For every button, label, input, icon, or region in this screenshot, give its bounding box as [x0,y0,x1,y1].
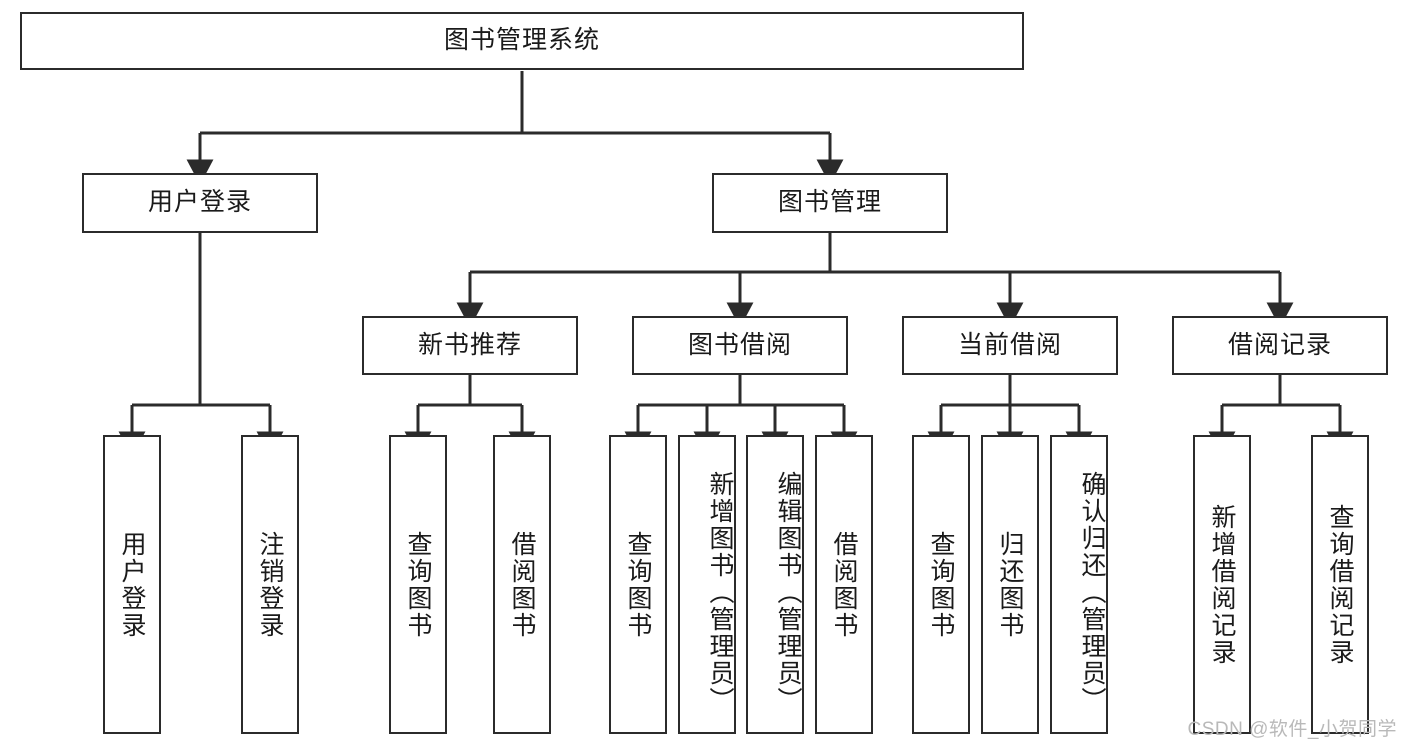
node-label: 新增图书（管理员） [706,471,734,714]
node-user-login[interactable]: 用户登录 [82,173,318,233]
node-current-borrow[interactable]: 当前借阅 [902,316,1118,375]
node-borrow-record[interactable]: 借阅记录 [1172,316,1388,375]
node-label: 图书管理系统 [443,26,600,55]
leaf-add-book-admin[interactable]: 新增图书（管理员） [678,435,736,734]
leaf-edit-book-admin[interactable]: 编辑图书（管理员） [746,435,804,734]
leaf-borrow-book[interactable]: 借阅图书 [815,435,873,734]
leaf-confirm-return-admin[interactable]: 确认归还（管理员） [1050,435,1108,734]
node-label: 查询图书 [927,530,955,639]
node-label: 归还图书 [996,530,1024,639]
node-label: 编辑图书（管理员） [774,471,802,714]
leaf-query-book-borrow[interactable]: 查询图书 [609,435,667,734]
node-label: 当前借阅 [957,330,1062,359]
leaf-add-borrow-record[interactable]: 新增借阅记录 [1193,435,1251,734]
leaf-logout[interactable]: 注销登录 [241,435,299,734]
leaf-user-login[interactable]: 用户登录 [103,435,161,734]
node-book-management[interactable]: 图书管理 [712,173,948,233]
leaf-query-borrow-record[interactable]: 查询借阅记录 [1311,435,1369,734]
node-label: 图书管理 [777,188,882,217]
leaf-query-book-new[interactable]: 查询图书 [389,435,447,734]
node-label: 查询图书 [624,530,652,639]
leaf-return-book[interactable]: 归还图书 [981,435,1039,734]
node-label: 借阅记录 [1227,330,1332,359]
node-label: 用户登录 [147,188,252,217]
node-new-book-recommend[interactable]: 新书推荐 [362,316,578,375]
node-label: 借阅图书 [830,530,858,639]
node-label: 查询图书 [404,530,432,639]
node-book-borrow[interactable]: 图书借阅 [632,316,848,375]
watermark-text: CSDN @软件_小贺同学 [1187,719,1397,740]
node-label: 图书借阅 [687,330,792,359]
node-label: 用户登录 [118,530,146,639]
leaf-query-book-current[interactable]: 查询图书 [912,435,970,734]
node-label: 查询借阅记录 [1326,503,1354,666]
node-label: 确认归还（管理员） [1078,471,1106,714]
leaf-borrow-book-new[interactable]: 借阅图书 [493,435,551,734]
node-label: 新书推荐 [417,330,522,359]
node-label: 注销登录 [256,530,284,639]
node-label: 借阅图书 [508,530,536,639]
node-label: 新增借阅记录 [1208,503,1236,666]
node-root-system[interactable]: 图书管理系统 [20,12,1024,70]
